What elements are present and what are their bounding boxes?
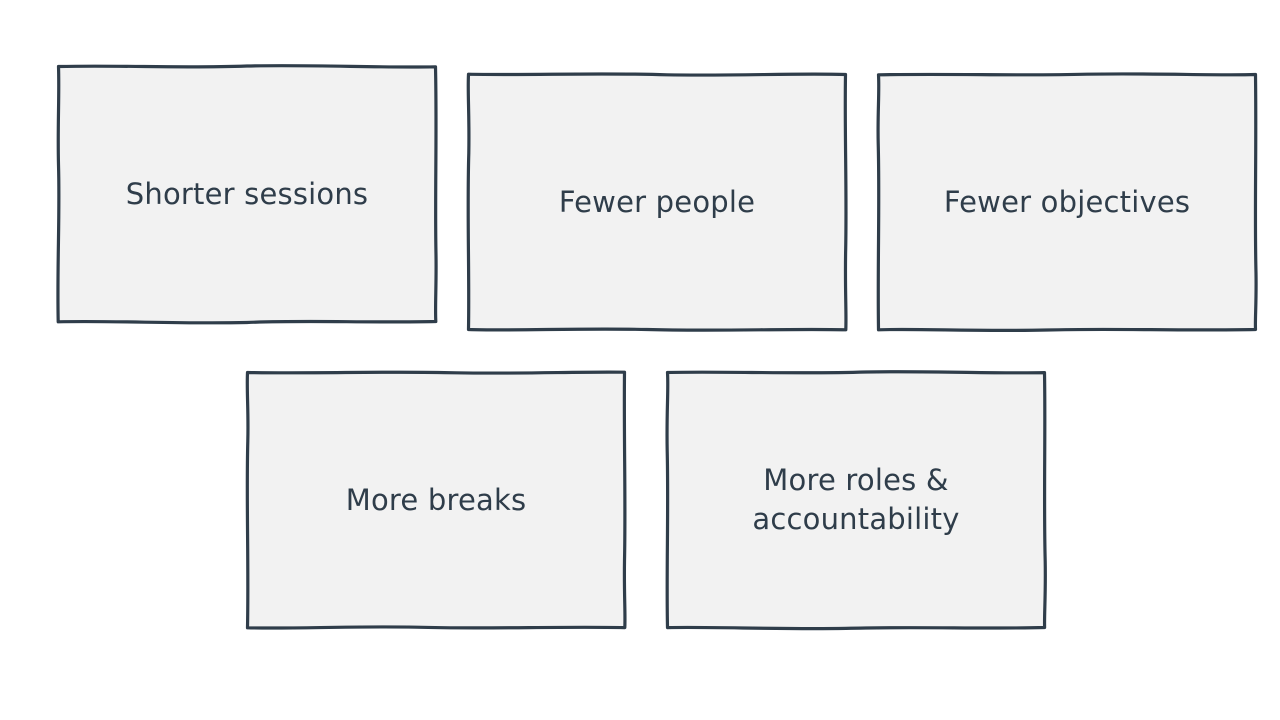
- card-label: More breaks: [345, 482, 527, 517]
- card-frame: [466, 72, 848, 332]
- card-label: Fewer objectives: [943, 184, 1191, 219]
- card-fewer-people: Fewer people: [466, 72, 848, 332]
- card-frame: [245, 370, 627, 630]
- card-more-breaks: More breaks: [245, 370, 627, 630]
- card-label: Shorter sessions: [125, 176, 369, 211]
- card-frame: [665, 370, 1047, 631]
- card-more-roles-accountability: More roles & accountability: [665, 370, 1047, 631]
- card-label: More roles & accountability: [752, 463, 960, 536]
- card-fewer-objectives: Fewer objectives: [876, 72, 1258, 333]
- card-frame: [56, 64, 438, 325]
- card-frame: [876, 72, 1258, 333]
- card-label: Fewer people: [558, 184, 756, 219]
- card-shorter-sessions: Shorter sessions: [56, 64, 438, 325]
